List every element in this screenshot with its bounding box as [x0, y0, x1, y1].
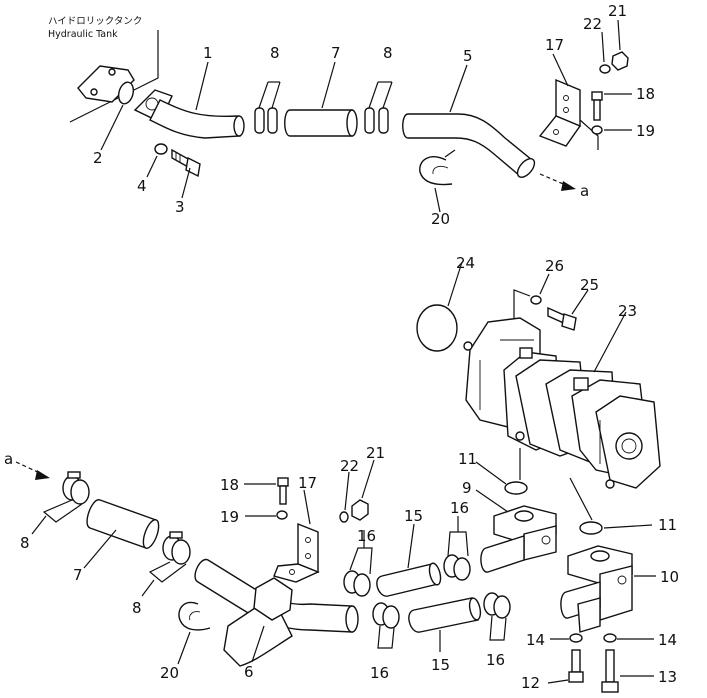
callout: 1 — [203, 44, 213, 62]
hose-clamp-pair — [148, 531, 191, 583]
callout: 17 — [298, 474, 317, 492]
mounting-bracket — [273, 522, 320, 583]
callout: 17 — [545, 36, 564, 54]
callout: 7 — [73, 566, 83, 584]
bolt — [568, 649, 584, 683]
bolt — [277, 477, 289, 505]
arrow-label: a — [580, 182, 589, 200]
callout: 16 — [357, 527, 376, 545]
hydraulic-pump-assembly — [463, 317, 661, 489]
callout: 24 — [456, 254, 475, 272]
washer — [569, 633, 583, 643]
callout: 8 — [270, 44, 280, 62]
callout: 25 — [580, 276, 599, 294]
callout: 14 — [526, 631, 545, 649]
washer — [530, 295, 542, 305]
callout: 5 — [463, 47, 473, 65]
flange-hole — [108, 68, 116, 76]
callout: 13 — [658, 668, 677, 686]
flow-arrow: a — [4, 450, 50, 480]
callout: 7 — [331, 44, 341, 62]
suction-pipe — [194, 558, 359, 667]
callout: 15 — [431, 656, 450, 674]
callout: 21 — [608, 2, 627, 20]
callout: 20 — [160, 664, 179, 682]
callout: 11 — [658, 516, 677, 534]
bolt — [591, 91, 603, 121]
callout: 18 — [636, 85, 655, 103]
flange-elbow — [560, 545, 633, 633]
o-ring — [579, 521, 603, 535]
callout: 16 — [370, 664, 389, 682]
callout: 21 — [366, 444, 385, 462]
flow-arrow: a — [539, 173, 589, 200]
callout: 23 — [618, 302, 637, 320]
callout: 18 — [220, 476, 239, 494]
hose — [376, 562, 442, 597]
washer — [154, 143, 168, 155]
callout: 16 — [450, 499, 469, 517]
u-bolt — [178, 601, 211, 631]
washer — [599, 64, 611, 74]
callout: 4 — [137, 177, 147, 195]
hose — [408, 597, 482, 633]
nut — [351, 499, 369, 521]
callout: 19 — [220, 508, 239, 526]
callout: 9 — [462, 479, 472, 497]
callout: 8 — [383, 44, 393, 62]
elbow-pipe — [133, 89, 245, 139]
o-ring — [504, 481, 528, 495]
hose-clamp-pair — [42, 471, 90, 523]
callout: 12 — [521, 674, 540, 692]
hose-clamp-pair — [343, 547, 373, 597]
washer — [603, 633, 617, 643]
callout: 11 — [458, 450, 477, 468]
hose — [284, 109, 358, 137]
callout: 2 — [93, 149, 103, 167]
callout: 6 — [244, 663, 254, 681]
tank-label-jp: ハイドロリックタンク — [48, 16, 142, 27]
callout: 19 — [636, 122, 655, 140]
washer — [276, 510, 288, 520]
arrow-label: a — [4, 450, 13, 468]
hose-clamp-pair — [483, 592, 511, 641]
o-ring — [117, 81, 135, 105]
hose-clamp-pair — [364, 81, 393, 134]
washer — [591, 125, 603, 135]
callout: 8 — [20, 534, 30, 552]
flange-elbow — [480, 505, 557, 573]
callout: 10 — [660, 568, 679, 586]
tank-flange-group: ハイドロリックタンク Hydraulic Tank — [48, 16, 159, 123]
callout: 15 — [404, 507, 423, 525]
flange-hole — [90, 88, 98, 96]
callout: 3 — [175, 198, 185, 216]
mounting-bracket — [538, 78, 599, 150]
u-bolt — [419, 149, 456, 186]
callout: 20 — [431, 210, 450, 228]
hose-clamp-pair — [372, 602, 400, 649]
bolt — [171, 148, 201, 178]
hose-clamp-pair — [254, 81, 281, 134]
bolt — [601, 649, 619, 693]
callout: 26 — [545, 257, 564, 275]
callout: 8 — [132, 599, 142, 617]
hose-clamp-pair — [443, 531, 471, 581]
callout: 16 — [486, 651, 505, 669]
tank-label-en: Hydraulic Tank — [48, 29, 118, 40]
o-ring-large — [416, 304, 458, 352]
hose — [86, 499, 160, 549]
callout: 22 — [340, 457, 359, 475]
bolt — [547, 306, 577, 331]
washer — [339, 511, 349, 523]
callout: 14 — [658, 631, 677, 649]
nut — [611, 51, 629, 71]
callout: 22 — [583, 15, 602, 33]
suction-pipe — [402, 113, 536, 178]
